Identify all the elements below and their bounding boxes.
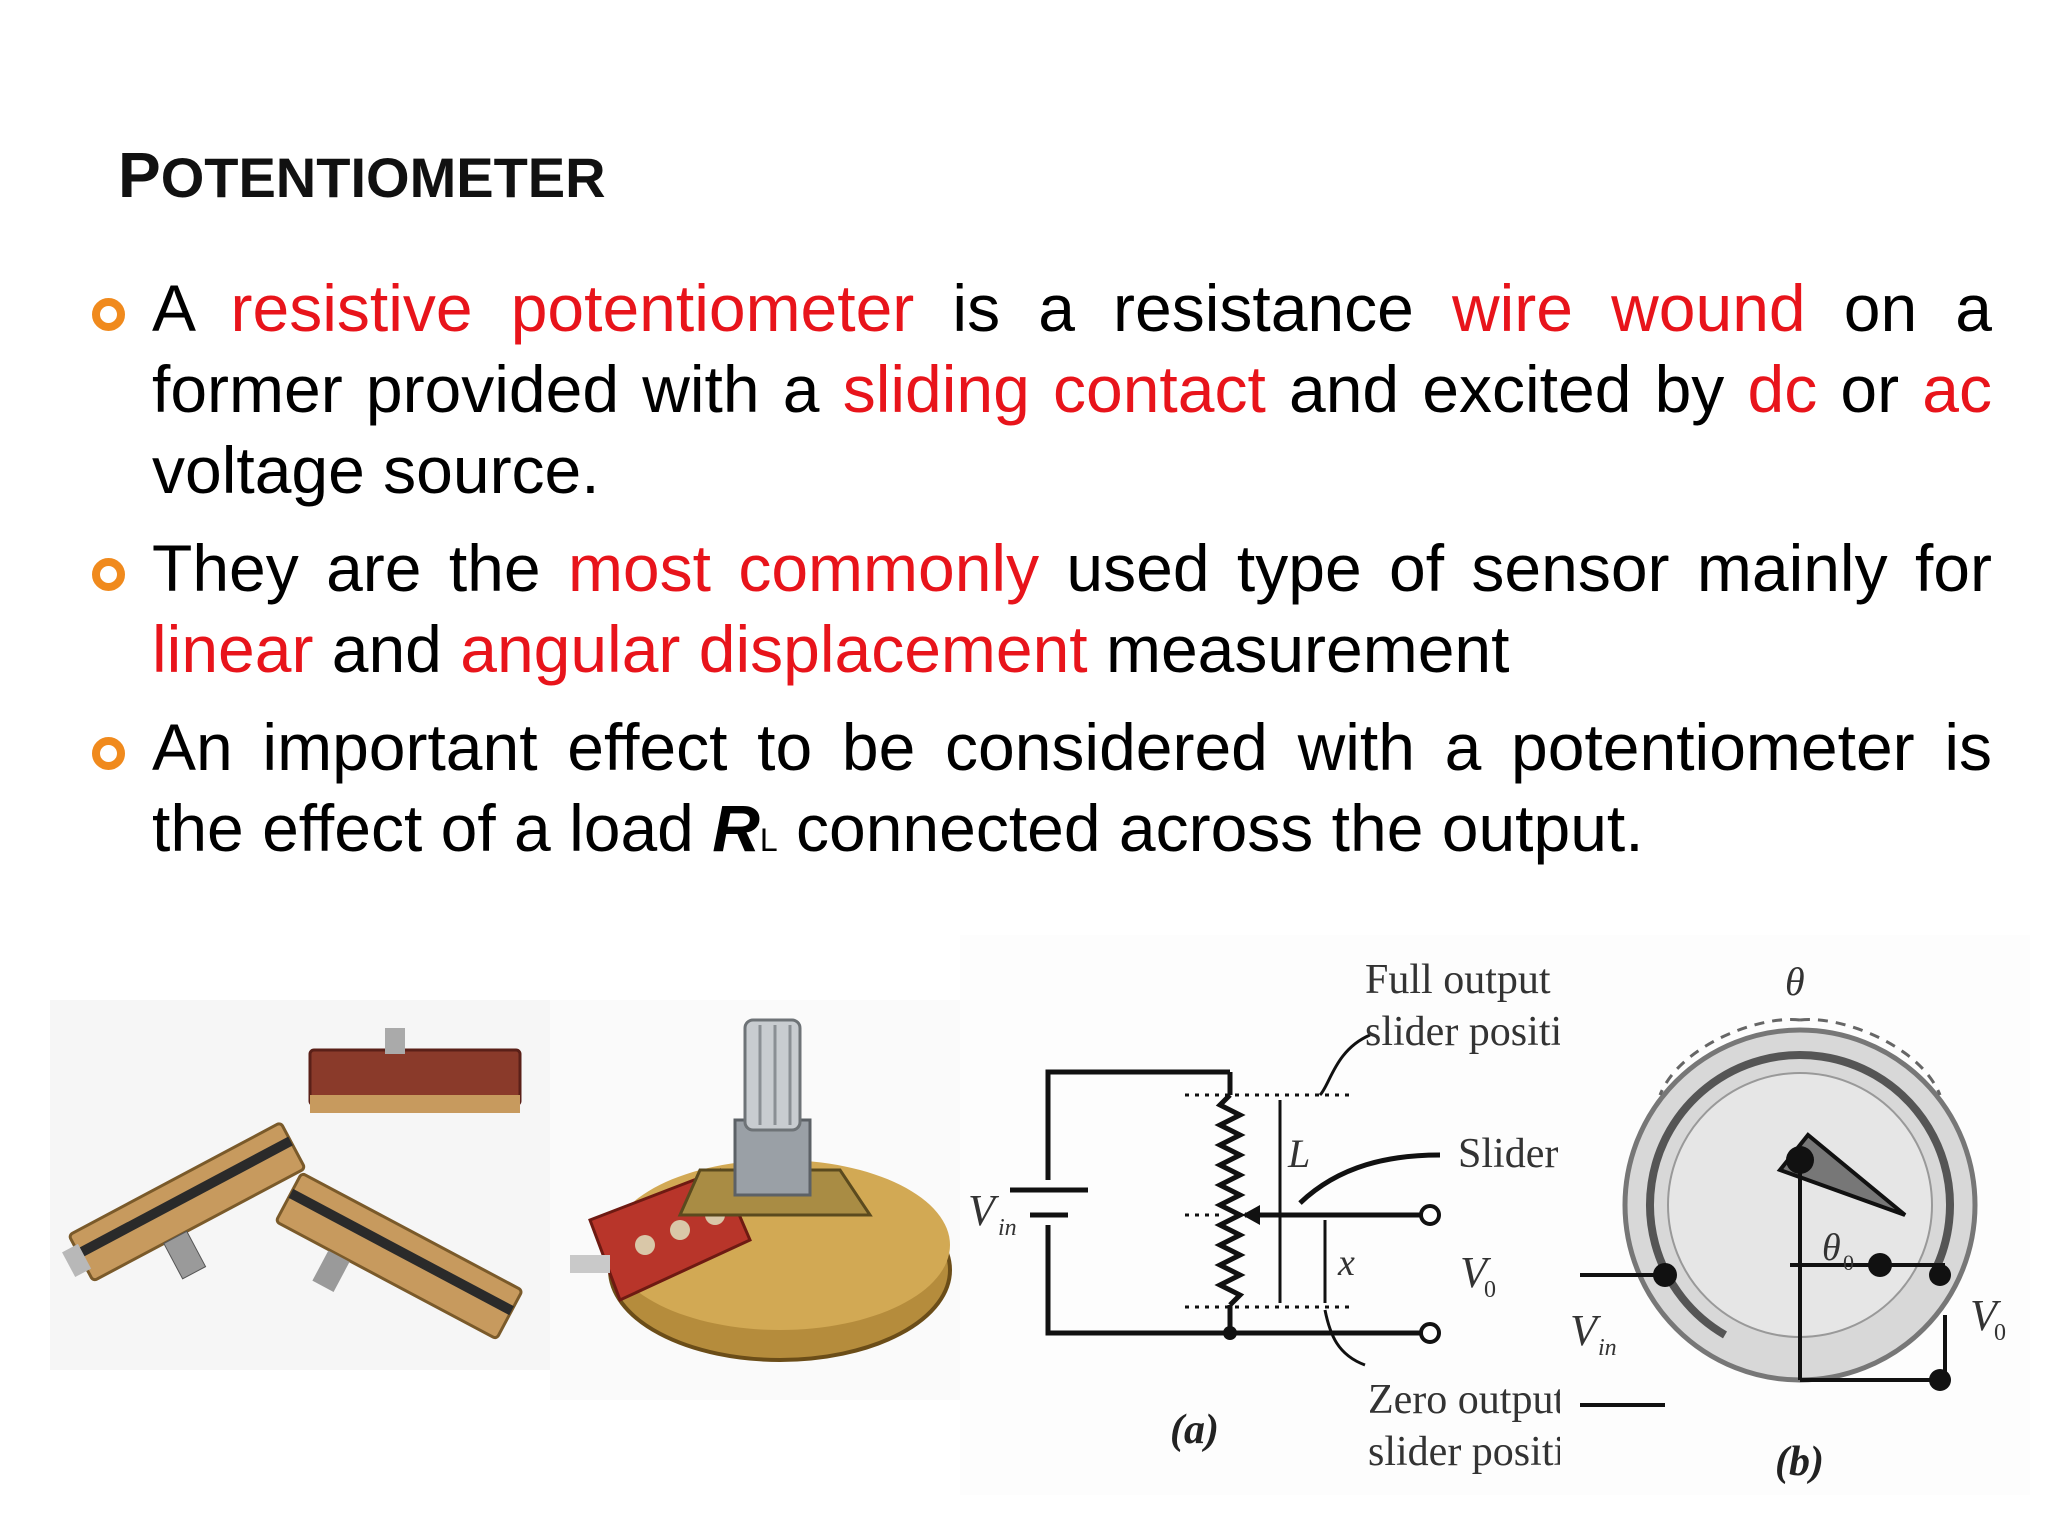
bullet-1-text: A resistive potentiometer is a resistanc… [152, 271, 1992, 507]
slide-title-rest: OTENTIOMETER [160, 146, 606, 209]
text-segment: measurement [1087, 612, 1510, 686]
vin-label: V [968, 1186, 1000, 1235]
linear-potentiometer-photo [50, 1000, 550, 1370]
bullet-1: A resistive potentiometer is a resistanc… [92, 268, 1992, 511]
rotary-potentiometer-illustration [570, 1018, 952, 1362]
theta0-subscript: 0 [1843, 1250, 1854, 1275]
circuit-a-diagram: Full output slider positior Slider V in … [968, 957, 1607, 1475]
bullet-3-text-after: connected across the output. [777, 791, 1644, 865]
length-label: L [1287, 1131, 1310, 1176]
zero-output-label-line1: Zero output [1368, 1377, 1560, 1423]
text-segment: voltage source. [152, 433, 600, 507]
highlighted-phrase: resistive potentiometer [230, 271, 915, 345]
slider-arrow-icon [1242, 1205, 1260, 1225]
bullet-3-text-before: An important effect to be considered wit… [152, 710, 1992, 865]
highlighted-phrase: dc [1747, 352, 1818, 426]
load-resistance-subscript: L [759, 822, 778, 858]
v0-label: V [1460, 1248, 1492, 1297]
slide-title: POTENTIOMETER [118, 138, 606, 212]
bullet-list: A resistive potentiometer is a resistanc… [92, 268, 1992, 898]
linear-potentiometer-illustration [62, 1028, 523, 1340]
zero-output-label-line2: slider position [1368, 1429, 1560, 1475]
v0-subscript: 0 [1484, 1277, 1496, 1303]
highlighted-phrase: linear [152, 612, 314, 686]
linear-potentiometer-circuit: Full output slider positior Slider V in … [960, 935, 1607, 1495]
angular-potentiometer-circuit: θ θ 0 V in V 0 (b) [1560, 935, 2030, 1495]
circuit-b-diagram: θ θ 0 V in V 0 (b) [1570, 959, 2006, 1485]
text-segment: A [152, 271, 231, 345]
highlighted-phrase: most commonly [567, 531, 1040, 605]
x-label: x [1337, 1242, 1355, 1284]
text-segment: used type of sensor mainly for [1039, 531, 1992, 605]
caption-a: (a) [1170, 1407, 1219, 1453]
load-resistance-symbol: R [712, 791, 760, 865]
slide-title-initial: P [118, 139, 161, 211]
highlighted-phrase: sliding contact [842, 352, 1266, 426]
theta-label: θ [1785, 959, 1805, 1004]
text-segment: or [1817, 352, 1923, 426]
text-segment: and [313, 612, 461, 686]
highlighted-phrase: ac [1922, 352, 1993, 426]
bullet-2: They are the most commonly used type of … [92, 528, 1992, 690]
rotary-potentiometer-photo [550, 1000, 970, 1400]
highlighted-phrase: angular displacement [460, 612, 1088, 686]
bullet-marker-icon [92, 558, 125, 591]
bullet-2-text: They are the most commonly used type of … [152, 531, 1992, 686]
text-segment: on a former provided with a [152, 271, 1993, 426]
v0-subscript-b: 0 [1994, 1320, 2006, 1346]
vin-label-b: V [1570, 1306, 1602, 1355]
theta0-label: θ [1822, 1227, 1841, 1269]
bullet-marker-icon [92, 298, 125, 331]
vin-subscript-b: in [1598, 1335, 1617, 1361]
full-output-label-line2: slider positior [1365, 1009, 1560, 1055]
text-segment: and excited by [1265, 352, 1748, 426]
v0-label-b: V [1970, 1291, 2002, 1340]
caption-b: (b) [1775, 1439, 1824, 1485]
highlighted-phrase: wire wound [1451, 271, 1806, 345]
full-output-label-line1: Full output [1365, 957, 1551, 1003]
bullet-3: An important effect to be considered wit… [92, 707, 1992, 881]
slider-label: Slider [1458, 1131, 1558, 1177]
text-segment: They are the [152, 531, 568, 605]
bullet-marker-icon [92, 737, 125, 770]
vin-subscript: in [998, 1215, 1017, 1241]
text-segment: is a resistance [914, 271, 1452, 345]
